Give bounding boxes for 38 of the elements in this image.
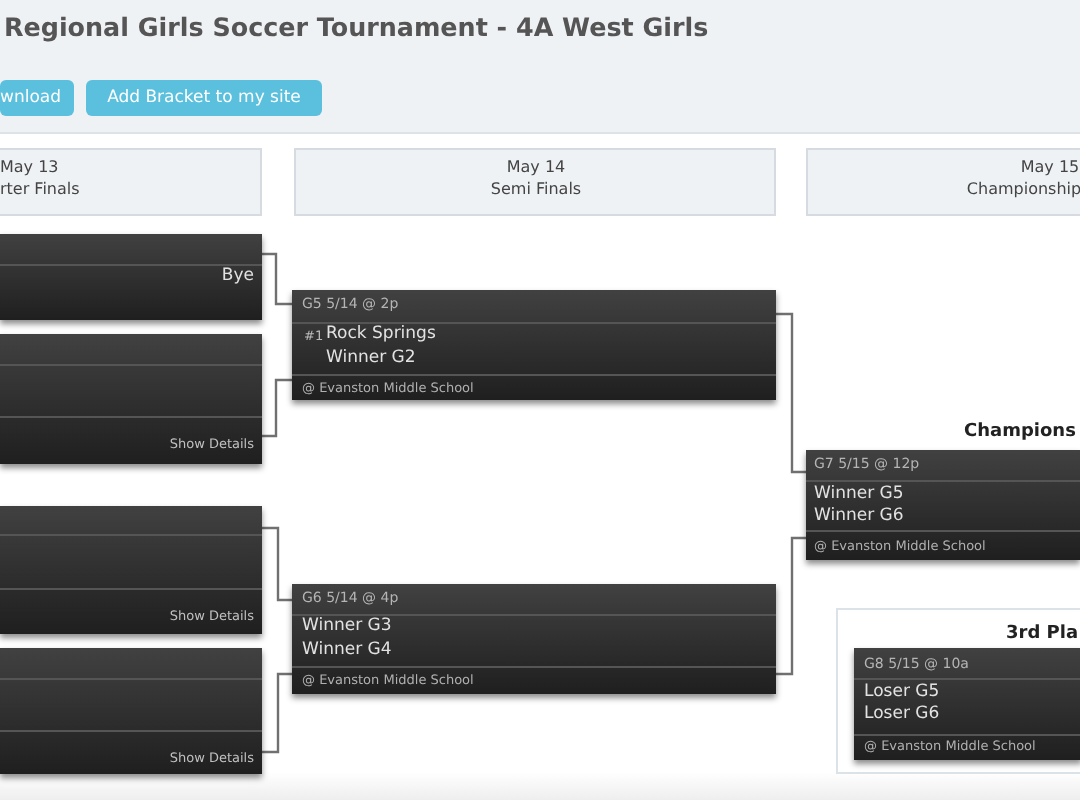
team-name: Winner G2 [326, 350, 416, 367]
match-card [0, 234, 262, 320]
round-header [0, 148, 262, 216]
team-name: Winner G5 [814, 486, 904, 503]
connector-line [262, 378, 292, 438]
page-title: Regional Girls Soccer Tournament - 4A West Girls [4, 16, 709, 42]
add-bracket-button: Add Bracket to my site [86, 80, 322, 116]
team-name: Loser G6 [864, 706, 940, 723]
match-card [292, 290, 776, 400]
team-name: Winner G6 [814, 508, 904, 525]
team-name: Winner G3 [302, 618, 392, 635]
round-header [294, 148, 776, 216]
team-name: Winner G4 [302, 642, 392, 659]
connector-line [262, 252, 292, 306]
round-name: Championship [966, 182, 1080, 198]
match-card [0, 648, 262, 774]
section-heading: Champions [964, 424, 1076, 442]
match-card [292, 584, 776, 694]
round-name: rter Finals [0, 182, 80, 198]
bracket-panel [836, 608, 1080, 774]
match-card [854, 648, 1080, 760]
round-date: May 15 [1020, 160, 1080, 176]
connector-line [262, 672, 292, 754]
panel-heading: 3rd Pla [1006, 626, 1079, 644]
download-button: wnload [0, 80, 74, 116]
match-card [0, 334, 262, 464]
match-card [0, 506, 262, 634]
connector-line [776, 536, 806, 676]
round-header [806, 148, 1080, 216]
round-date: May 14 [506, 160, 566, 176]
team-name: Rock Springs [326, 326, 436, 343]
connector-line [776, 312, 806, 474]
match-card [806, 450, 1080, 560]
round-date: May 13 [0, 160, 59, 176]
team-name: Bye [221, 268, 254, 285]
team-name: Loser G5 [864, 684, 940, 701]
connector-line [262, 526, 292, 602]
round-name: Semi Finals [490, 182, 582, 198]
